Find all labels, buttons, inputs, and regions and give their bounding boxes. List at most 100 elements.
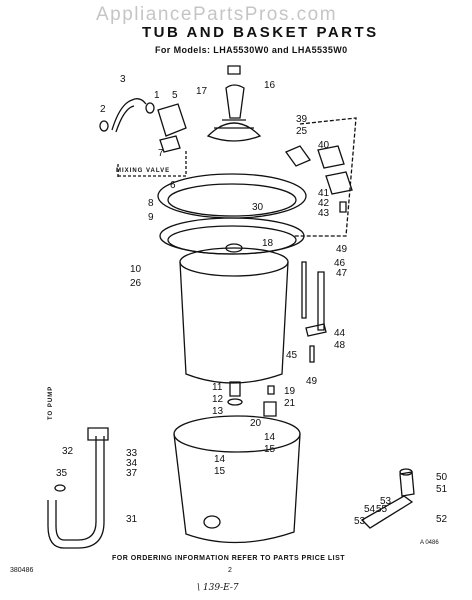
ordering-note: FOR ORDERING INFORMATION REFER TO PARTS …: [112, 555, 346, 562]
art-code: A 0486: [420, 540, 439, 546]
handwritten-code: \ 139-E-7: [197, 583, 239, 593]
pump-hose: [55, 436, 97, 541]
washer-part-12: [227, 398, 243, 406]
callout-37: 37: [126, 468, 138, 479]
clamp-35: [54, 484, 66, 492]
mixing-valve-body: [157, 103, 187, 137]
suspension-rod-46: [301, 261, 307, 319]
dispenser-outline: [294, 117, 357, 237]
callout-7: 7: [158, 148, 164, 159]
drain-hose: [360, 495, 414, 529]
pump-connector: [87, 427, 109, 441]
hose-clamp: [99, 120, 109, 132]
basket-hub: [225, 243, 243, 253]
callout-35: 35: [56, 468, 68, 479]
callout-18: 18: [262, 238, 274, 249]
spring-44: [305, 323, 327, 337]
callout-5: 5: [172, 90, 178, 101]
tub-ring-inner: [167, 183, 297, 217]
callout-14-b: 14: [214, 454, 226, 465]
callout-52: 52: [436, 514, 448, 525]
suspension-rod-47: [317, 271, 325, 331]
callout-20: 20: [250, 418, 262, 429]
callout-3: 3: [120, 74, 126, 85]
diagram-title: TUB AND BASKET PARTS: [142, 24, 379, 41]
callout-11: 11: [212, 382, 223, 393]
callout-14-a: 14: [264, 432, 276, 443]
outer-tub-rim: [173, 415, 301, 453]
callout-25: 25: [296, 126, 308, 137]
tub-drain-port: [203, 515, 221, 529]
dispenser-part-43: [339, 201, 347, 213]
callout-21: 21: [284, 398, 296, 409]
agitator-base: [206, 122, 262, 142]
diagram-subtitle: For Models: LHA5530W0 and LHA5535W0: [155, 45, 348, 55]
callout-32: 32: [62, 446, 74, 457]
tub-seal-inner: [167, 225, 297, 255]
callout-30: 30: [252, 202, 264, 213]
fill-hose: [111, 98, 147, 131]
callout-6: 6: [170, 180, 176, 191]
callout-31: 31: [126, 514, 138, 525]
callout-12: 12: [212, 394, 224, 405]
agitator-cap: [227, 65, 241, 75]
callout-48: 48: [334, 340, 346, 351]
to-pump-label: TO PUMP: [48, 385, 54, 420]
callout-19: 19: [284, 386, 296, 397]
drain-cap: [399, 468, 413, 476]
callout-41: 41: [318, 188, 330, 199]
callout-50: 50: [436, 472, 448, 483]
document-id: 380486: [10, 567, 34, 574]
page-number: 2: [228, 567, 232, 574]
callout-39: 39: [296, 114, 308, 125]
callout-15-b: 15: [214, 466, 226, 477]
callout-46: 46: [334, 258, 346, 269]
callout-42: 42: [318, 198, 330, 209]
part-19: [267, 385, 275, 395]
callout-16: 16: [264, 80, 276, 91]
callout-44: 44: [334, 328, 346, 339]
drain-fitting: [399, 471, 415, 497]
basket-shell: [179, 261, 289, 384]
callout-43: 43: [318, 208, 330, 219]
mixing-valve-label: MIXING VALVE: [116, 168, 171, 174]
fill-hose-inner: [115, 105, 135, 133]
callout-55: 55: [376, 504, 388, 515]
callout-49-a: 49: [336, 244, 348, 255]
callout-34: 34: [126, 458, 138, 469]
callout-54: 54: [364, 504, 376, 515]
part-21: [263, 401, 277, 417]
agitator-vanes: [214, 119, 254, 129]
callout-51: 51: [436, 484, 448, 495]
mixing-valve-bracket-lines: [117, 150, 187, 178]
spring-part-11: [229, 381, 241, 397]
watermark: AppliancePartsPros.com: [96, 4, 338, 25]
outer-tub: [173, 433, 301, 544]
callout-10: 10: [130, 264, 142, 275]
callout-47: 47: [336, 268, 348, 279]
callout-40: 40: [318, 140, 330, 151]
pin-45: [309, 345, 315, 363]
pump-hose-inner: [47, 436, 105, 549]
dispenser-cover: [285, 145, 311, 167]
callout-8: 8: [148, 198, 154, 209]
tub-ring: [157, 173, 307, 219]
callout-17: 17: [196, 86, 208, 97]
hose-washer: [145, 102, 155, 114]
callout-15-a: 15: [264, 444, 276, 455]
callout-26: 26: [130, 278, 142, 289]
callout-45: 45: [286, 350, 298, 361]
callout-53-b: 53: [354, 516, 366, 527]
callout-53-a: 53: [380, 496, 392, 507]
valve-bracket: [159, 135, 181, 153]
callout-9: 9: [148, 212, 154, 223]
callout-2: 2: [100, 104, 106, 115]
basket-rim: [179, 247, 289, 277]
callout-33: 33: [126, 448, 138, 459]
callout-49-b: 49: [306, 376, 318, 387]
dispenser-part-40: [317, 145, 345, 169]
callout-13: 13: [212, 406, 224, 417]
dispenser-part-41: [325, 171, 353, 195]
